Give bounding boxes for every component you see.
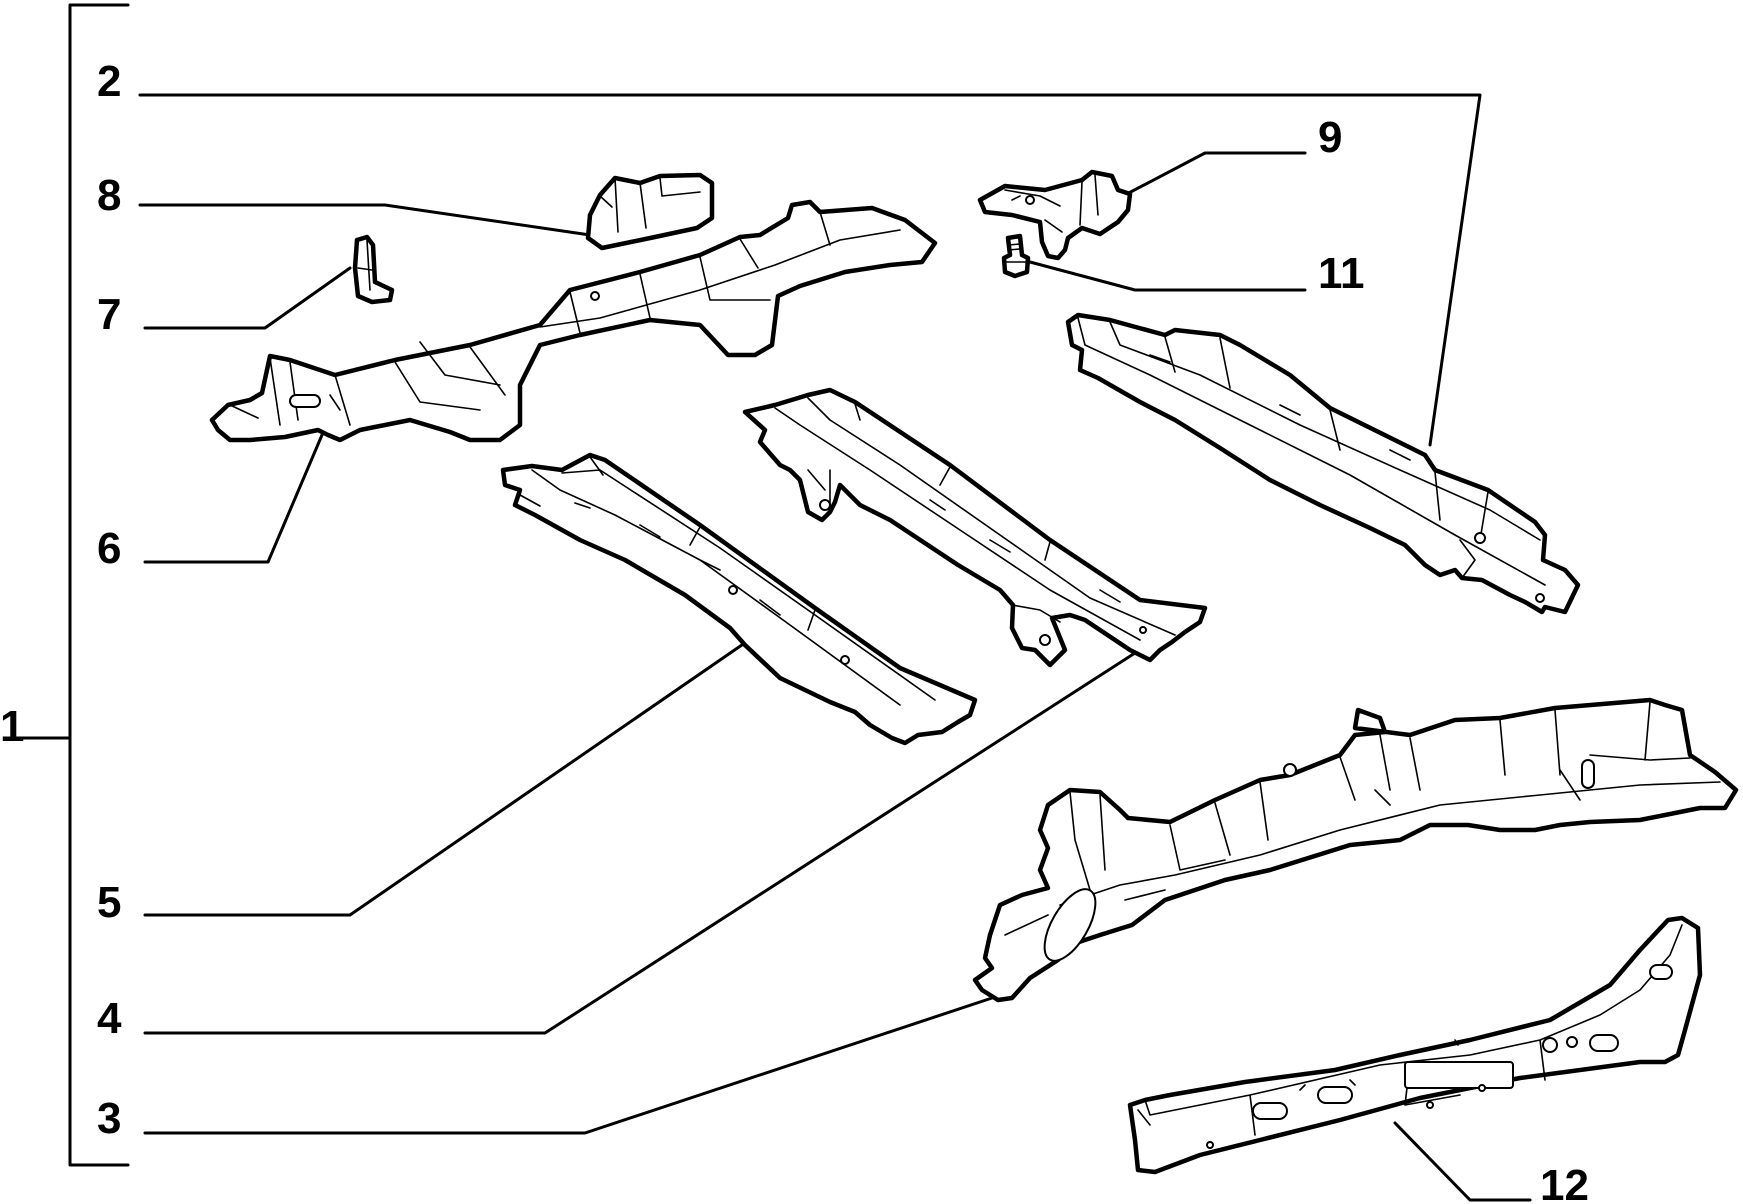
callout-9[interactable]: 9	[1318, 113, 1342, 162]
part-5-left-channel[interactable]	[500, 452, 978, 746]
leader-4	[143, 651, 1137, 1035]
leader-11	[1028, 260, 1307, 292]
leader-3	[143, 996, 994, 1135]
leader-2	[138, 93, 1482, 447]
callout-7[interactable]: 7	[97, 290, 121, 339]
callout-6[interactable]: 6	[97, 524, 121, 573]
part-2-right-rear-rail[interactable]	[1065, 312, 1581, 615]
part-6-front-left-rail[interactable]	[209, 199, 938, 443]
leader-5	[143, 636, 754, 917]
callout-11[interactable]: 11	[1318, 249, 1365, 298]
callout-5[interactable]: 5	[97, 878, 121, 927]
part-4-center-rail[interactable]	[742, 387, 1208, 668]
leader-lines	[138, 93, 1532, 1202]
callout-2[interactable]: 2	[97, 57, 121, 106]
callout-3[interactable]: 3	[97, 1094, 121, 1143]
leader-7	[143, 266, 352, 330]
group-bracket	[20, 3, 130, 1167]
callout-8[interactable]: 8	[97, 171, 121, 220]
part-8-cover-block[interactable]	[585, 172, 715, 251]
callout-1[interactable]: 1	[0, 702, 24, 751]
leader-12	[1393, 1121, 1532, 1202]
part-12-side-sill-panel[interactable]	[1127, 915, 1703, 1175]
leader-9	[1121, 151, 1307, 198]
part-7-bracket[interactable]	[352, 234, 395, 305]
leader-6	[143, 433, 324, 564]
callout-4[interactable]: 4	[97, 994, 122, 1043]
part-3-rear-right-rail[interactable]	[972, 697, 1739, 1003]
leader-8	[138, 203, 592, 237]
part-9-mounting-bracket[interactable]	[977, 169, 1133, 261]
callout-12[interactable]: 12	[1540, 1161, 1589, 1204]
part-11-bolt[interactable]	[1001, 233, 1031, 279]
